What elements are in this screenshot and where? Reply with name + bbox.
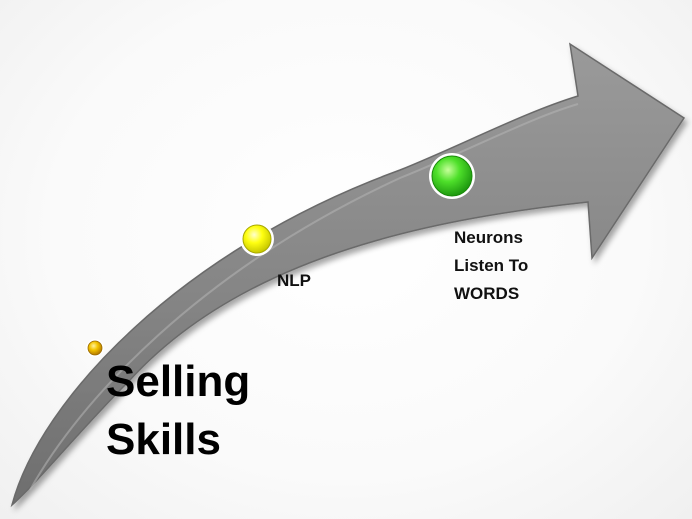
arrow-highlight [29,103,579,491]
stage-marker-yellow-icon [240,222,274,256]
stage-label-neurons: Neurons Listen To WORDS [454,228,529,303]
diagram-title: Selling Skills [106,357,251,464]
stage-marker-small-orange-icon [86,339,104,357]
stage-marker-green-icon [429,153,475,199]
stage-label-nlp: NLP [277,271,311,290]
curved-arrow-shape [10,42,686,508]
